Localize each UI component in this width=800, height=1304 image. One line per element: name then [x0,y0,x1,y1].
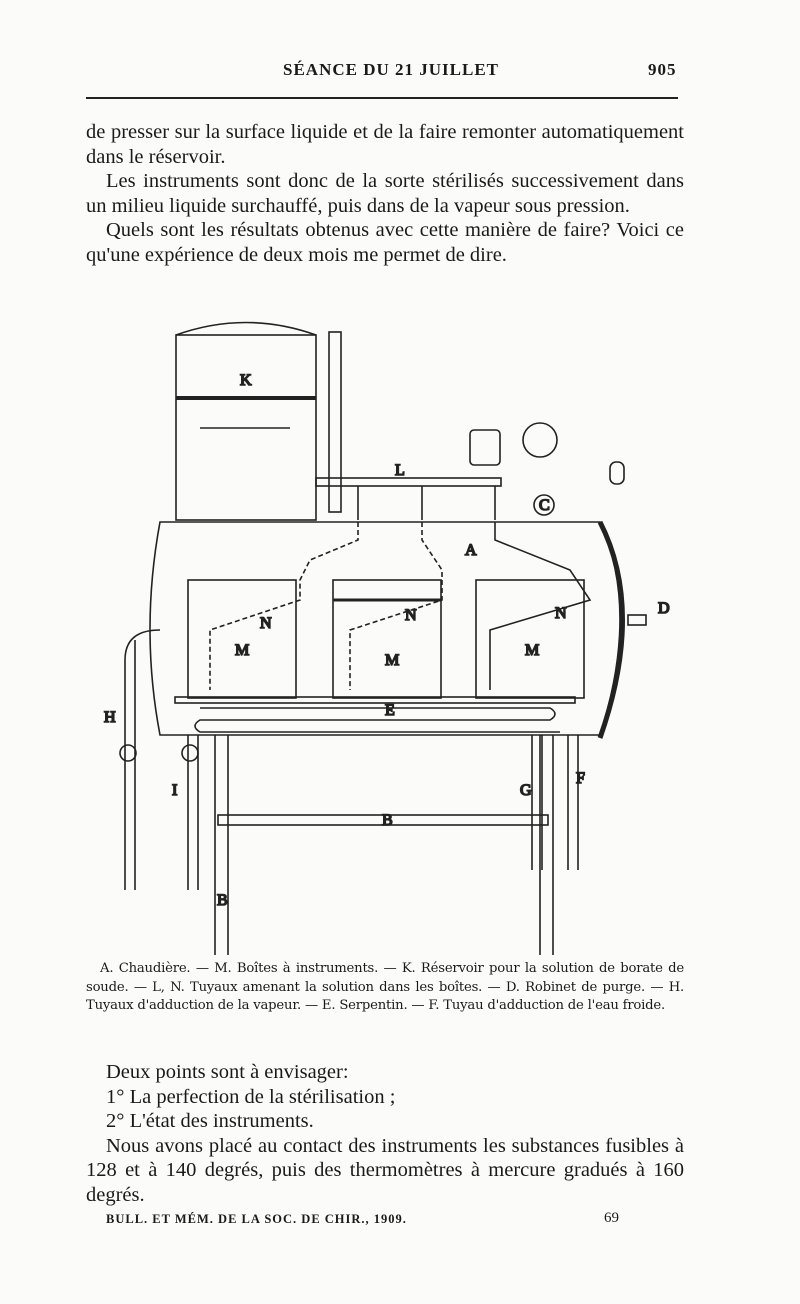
label-k: K [240,372,252,389]
header-rule [86,97,678,99]
pressure-gauge [522,422,558,458]
label-e: E [385,702,395,719]
paragraph: 1° La perfection de la stérilisation ; [106,1085,396,1108]
paragraph: Quels sont les résultats obtenus avec ce… [86,219,684,266]
reservoir-lid [175,321,317,336]
instrument-box [475,579,585,699]
label-n: N [260,615,272,632]
label-m: M [235,642,249,659]
label-c: C [539,497,550,514]
signature-number: 69 [604,1210,619,1226]
label-l: L [395,462,405,479]
label-b: B [382,812,393,829]
sterilizer-diagram: K L A N N N M M M D H E I G F B B C [103,321,670,955]
label-m: M [385,652,399,669]
label-d: D [658,600,670,617]
paragraph: de presser sur la surface liquide et de … [86,121,684,168]
label-h: H [104,709,116,726]
instrument-box [332,579,442,699]
crossbar-b [217,814,549,826]
label-m: M [525,642,539,659]
page-number: 905 [648,60,677,79]
body-text-bottom: Deux points sont à envisager: 1° La perf… [86,1060,684,1208]
reservoir-k [175,334,317,521]
paragraph: 2° L'état des instruments. [106,1110,314,1133]
serpentine-e [194,707,560,733]
running-header-title: SÉANCE DU 21 JUILLET [283,60,500,79]
label-n: N [405,607,417,624]
paragraph: Deux points sont à envisager: [106,1061,349,1083]
label-g: G [520,782,532,799]
label-f: F [576,770,585,787]
instrument-box [187,579,297,699]
body-text-top: de presser sur la surface liquide et de … [86,120,684,268]
label-n: N [555,605,567,622]
figure-caption: A. Chaudière. — M. Boîtes à instruments.… [86,961,684,1013]
level-gauge [328,331,342,513]
journal-footer: BULL. ET MÉM. DE LA SOC. DE CHIR., 1909. [106,1212,407,1226]
paragraph: Les instruments sont donc de la sorte st… [86,170,684,217]
label-i: I [172,782,177,799]
paragraph: Nous avons placé au contact des instrume… [86,1134,684,1206]
label-a: A [465,542,477,559]
label-b: B [217,892,228,909]
